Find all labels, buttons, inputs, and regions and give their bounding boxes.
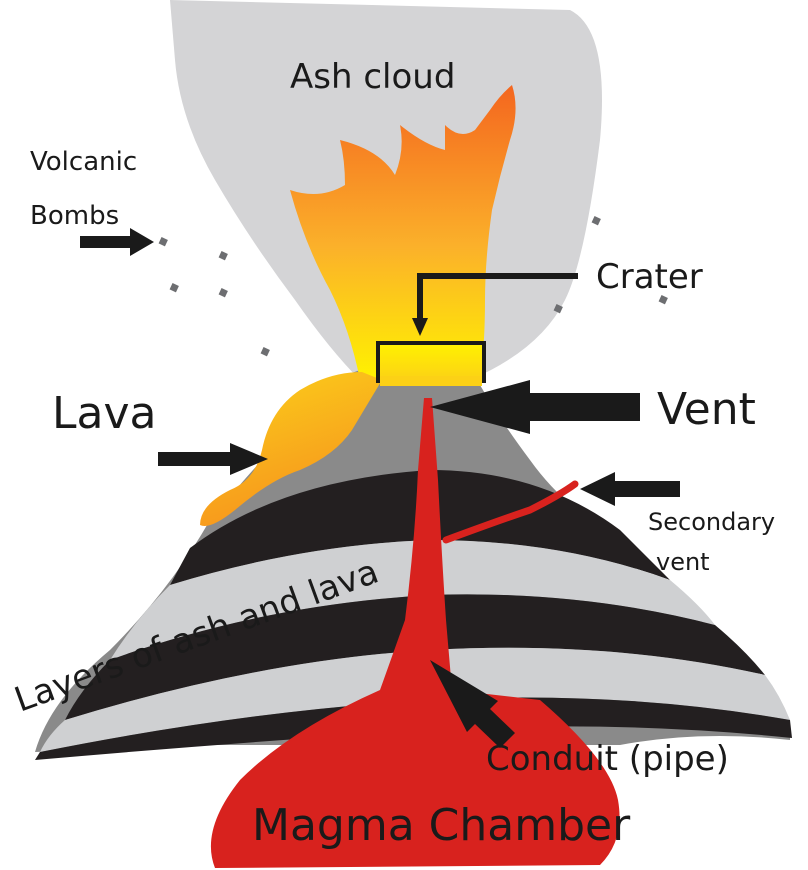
label-ash-cloud: Ash cloud	[290, 57, 455, 97]
label-conduit: Conduit (pipe)	[486, 739, 729, 779]
label-volcanic-bombs-line1: Volcanic	[30, 147, 137, 177]
secondary-vent-arrow-icon	[580, 472, 680, 506]
bomb	[592, 216, 601, 225]
bombs-arrow-icon	[80, 228, 154, 256]
lava-arrow-icon	[158, 443, 268, 475]
crater-box	[378, 343, 484, 381]
label-vent: Vent	[657, 384, 756, 435]
label-lava: Lava	[52, 388, 156, 439]
label-secondary-vent-line2: vent	[656, 548, 710, 576]
bomb	[219, 288, 228, 297]
label-secondary-vent-line1: Secondary	[648, 508, 775, 536]
label-crater: Crater	[596, 257, 703, 297]
bomb	[159, 237, 168, 246]
bomb	[261, 347, 270, 356]
bomb	[170, 283, 179, 292]
crater-mask	[380, 376, 482, 386]
label-magma-chamber: Magma Chamber	[252, 800, 631, 851]
bomb	[219, 251, 228, 260]
label-volcanic-bombs-line2: Bombs	[30, 201, 119, 231]
